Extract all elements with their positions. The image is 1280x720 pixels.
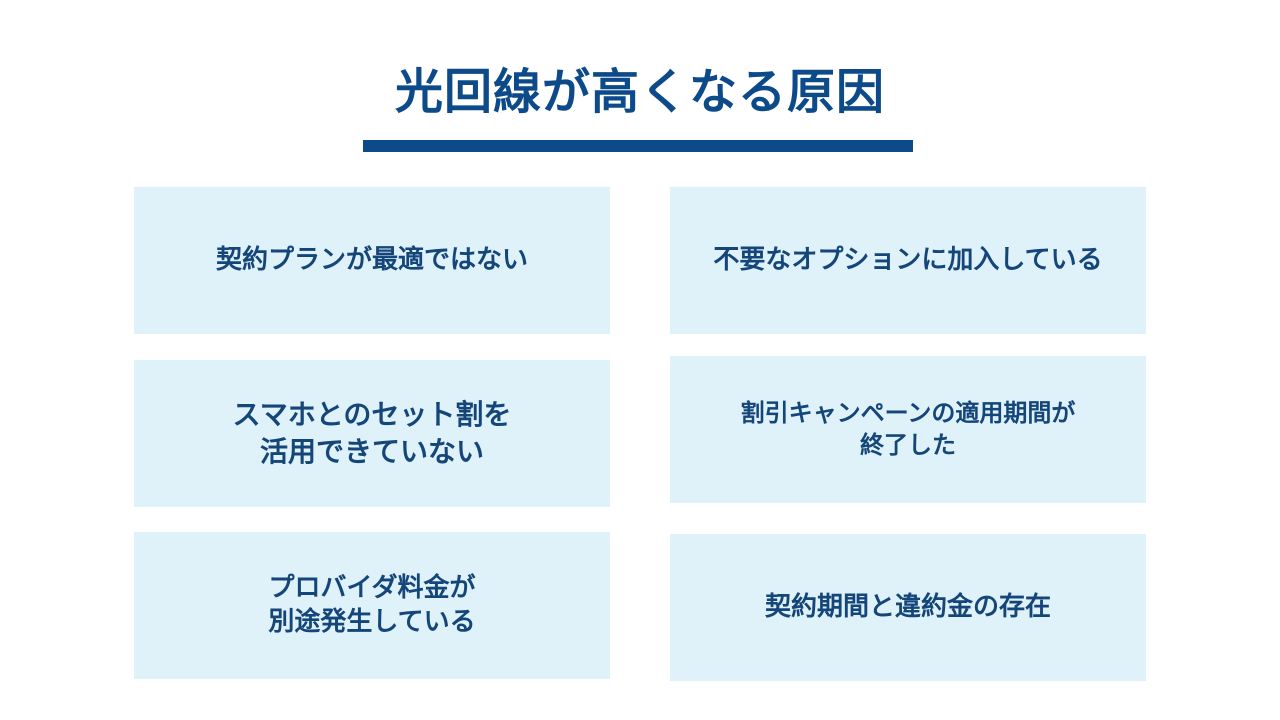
cause-card-plan: 契約プランが最適ではない xyxy=(134,187,610,334)
cause-card-smartphone-bundle: スマホとのセット割を 活用できていない xyxy=(134,360,610,507)
cause-card-label: 割引キャンペーンの適用期間が 終了した xyxy=(740,399,1076,459)
cause-card-provider-fee: プロバイダ料金が 別途発生している xyxy=(134,532,610,679)
cause-card-label: 契約期間と違約金の存在 xyxy=(764,591,1051,622)
title-underline xyxy=(363,140,913,152)
cause-card-campaign-ended: 割引キャンペーンの適用期間が 終了した xyxy=(670,356,1146,503)
cause-card-label: 不要なオプションに加入している xyxy=(713,244,1103,275)
page-title: 光回線が高くなる原因 xyxy=(394,64,885,120)
cause-card-contract-penalty: 契約期間と違約金の存在 xyxy=(670,534,1146,681)
cause-card-options: 不要なオプションに加入している xyxy=(670,187,1146,334)
cause-card-label: プロバイダ料金が 別途発生している xyxy=(268,572,476,637)
cause-card-label: スマホとのセット割を 活用できていない xyxy=(232,398,512,468)
cause-card-label: 契約プランが最適ではない xyxy=(215,244,528,275)
